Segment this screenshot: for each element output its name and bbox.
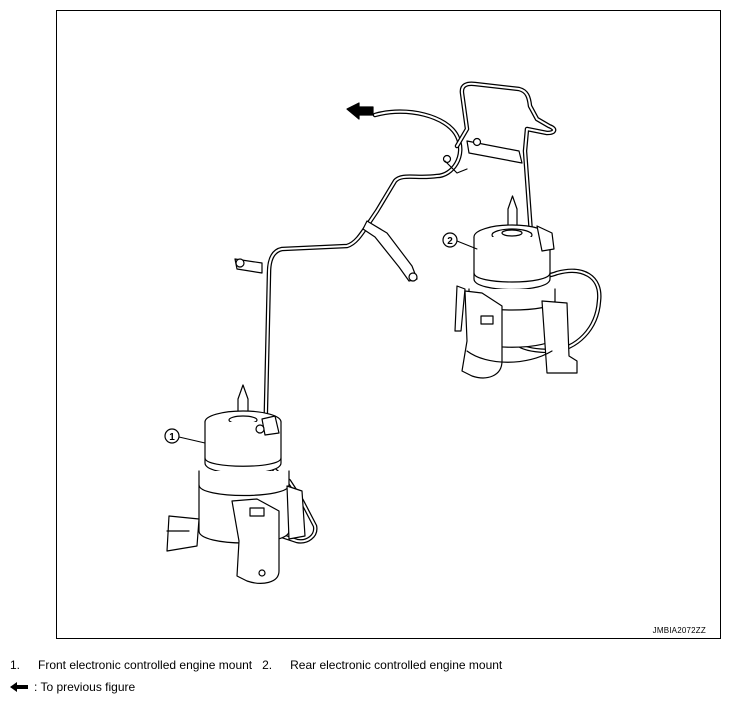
to-previous-figure-arrow <box>346 102 374 120</box>
legend: 1. Front electronic controlled engine mou… <box>10 658 502 672</box>
legend-arrow-label: : To previous figure <box>34 680 136 694</box>
diagram-frame: 1 2 JMBIA2072ZZ <box>56 10 721 639</box>
legend-arrow-row: : To previous figure <box>10 680 135 694</box>
engine-mount-diagram: 1 2 <box>164 81 602 584</box>
legend-label-2: Rear electronic controlled engine mount <box>290 658 503 672</box>
svg-text:1: 1 <box>169 432 175 443</box>
hose-brackets <box>234 137 523 282</box>
callout-leaders <box>178 240 478 444</box>
rear-engine-mount <box>454 195 578 379</box>
arrow-left-icon <box>10 682 28 692</box>
callout-1: 1 <box>164 428 180 444</box>
svg-text:2: 2 <box>447 236 453 247</box>
legend-number-2: 2. <box>262 658 273 672</box>
legend-number-1: 1. <box>10 658 21 672</box>
legend-label-1: Front electronic controlled engine mount <box>38 658 253 672</box>
front-engine-mount <box>166 384 306 584</box>
figure-id: JMBIA2072ZZ <box>652 626 706 635</box>
callout-2: 2 <box>442 232 458 248</box>
